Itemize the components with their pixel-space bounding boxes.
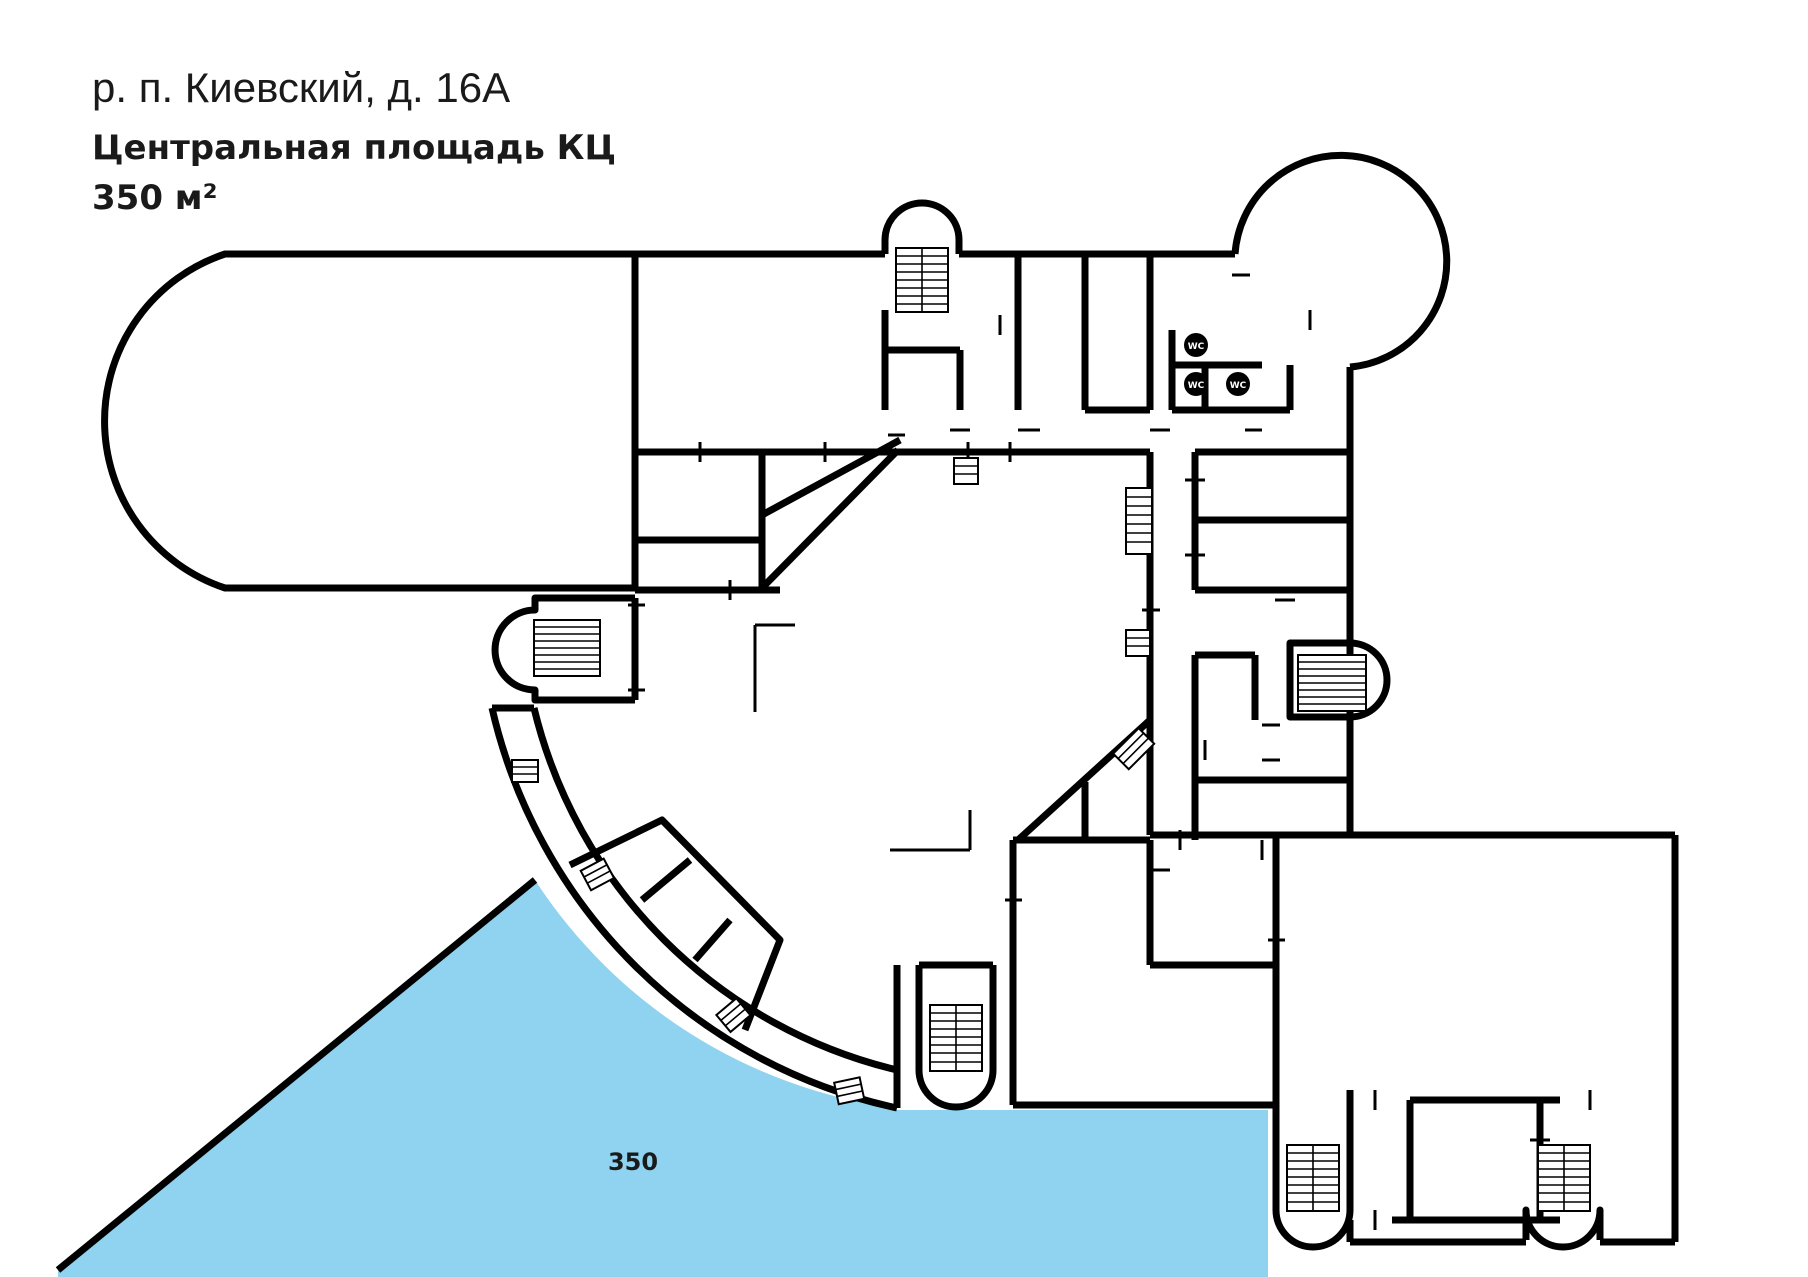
round-tower-wall — [1231, 151, 1451, 371]
stair-tower-left — [491, 594, 635, 704]
stair-bottom — [929, 1004, 983, 1072]
address-heading: р. п. Киевский, д. 16А — [92, 64, 511, 111]
left-hall-wall — [101, 250, 635, 592]
wc-block: WC WC WC — [1168, 330, 1294, 414]
stair-tower-bl — [1272, 1090, 1354, 1251]
plan-title: Центральная площадь КЦ — [92, 128, 616, 168]
stair-curve-4 — [832, 1076, 866, 1106]
stair-bottom-left-hall — [1286, 1144, 1340, 1212]
door-marks — [628, 273, 1592, 1230]
curved-corridor-inner — [530, 707, 898, 1074]
stair-curve-3 — [714, 996, 752, 1034]
curved-corridor-outer — [488, 707, 898, 1112]
stair-small-top — [953, 457, 979, 485]
highlighted-area-label: 350 — [608, 1148, 658, 1176]
stair-curve-1 — [511, 759, 539, 783]
stairs — [511, 247, 1591, 1212]
stair-bottom-right-hall — [1537, 1144, 1591, 1212]
svg-text:WC: WC — [1188, 381, 1205, 391]
svg-text:WC: WC — [1230, 381, 1247, 391]
area-value: 350 м² — [92, 178, 218, 218]
stair-tower-top — [881, 199, 963, 254]
stair-top — [895, 247, 949, 313]
highlighted-area[interactable] — [58, 880, 1268, 1277]
stair-tower-right — [1286, 639, 1391, 721]
wc-icon: WC — [1226, 372, 1250, 396]
highlight-edge — [55, 877, 538, 1273]
svg-text:WC: WC — [1188, 342, 1205, 352]
stair-center-mid — [1125, 629, 1151, 657]
stair-curve-2 — [579, 857, 616, 892]
stair-center-top — [1125, 487, 1153, 555]
wc-icon: WC — [1184, 372, 1208, 396]
stair-right — [1297, 654, 1367, 712]
stair-diagonal — [1111, 726, 1156, 771]
stair-left — [533, 619, 601, 677]
wc-icon: WC — [1184, 333, 1208, 357]
stair-tower-bottom — [915, 965, 997, 1111]
